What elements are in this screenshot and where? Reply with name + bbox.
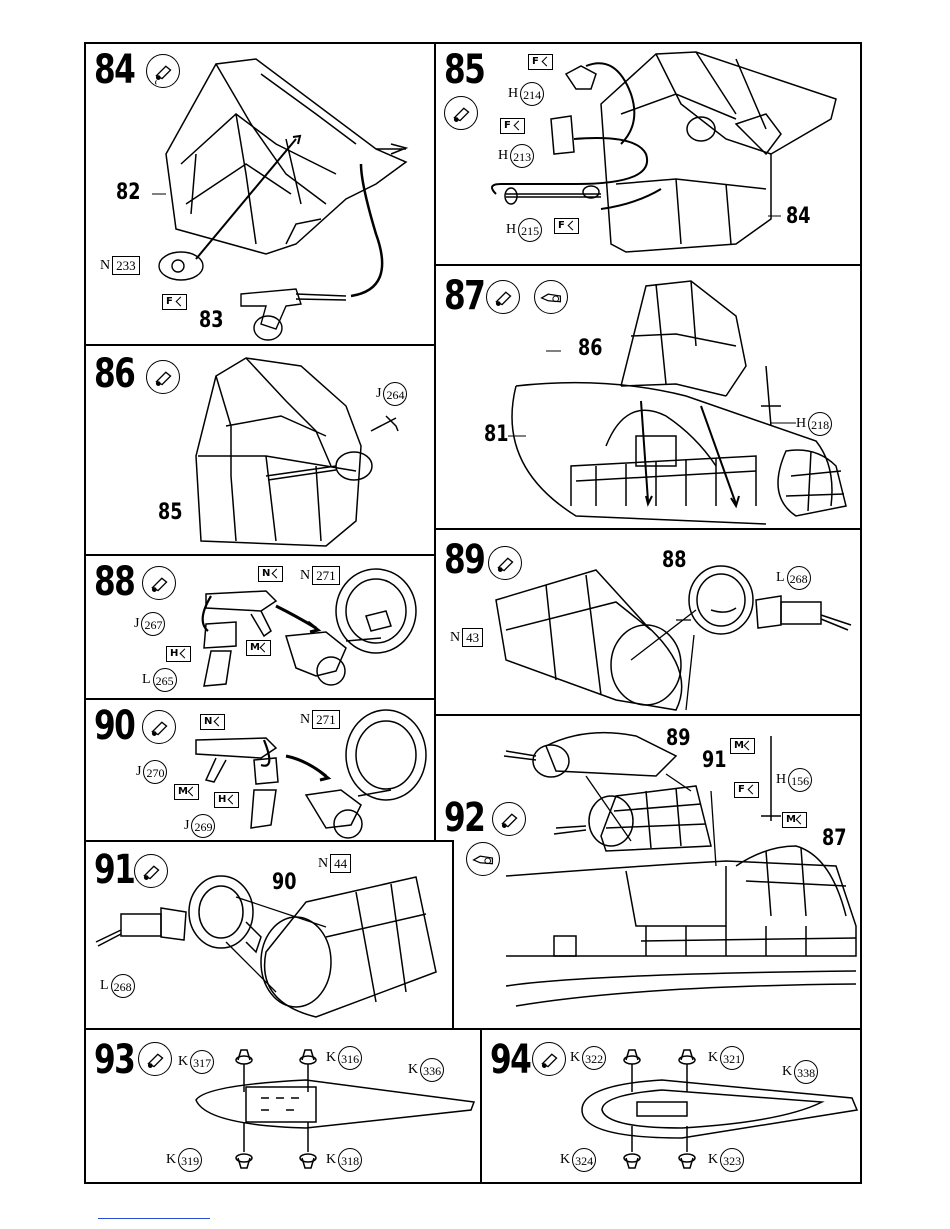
finish-flag: M: [246, 640, 271, 656]
finish-flag: F: [162, 294, 187, 310]
part-label-91: 91: [702, 750, 727, 772]
finish-flag: M: [730, 738, 755, 754]
step-92-panel: 92: [434, 714, 862, 1030]
wing-underside-drawing: [482, 1030, 862, 1184]
part-label-81: 81: [484, 424, 509, 446]
part-label-90: 90: [272, 872, 297, 894]
finish-flag: F: [554, 218, 579, 234]
step-84-panel: 84: [84, 42, 436, 346]
part-ref-n233: N 233: [100, 256, 140, 275]
fuselage-cockpit-drawing: [436, 266, 862, 530]
part-label-83: 83: [199, 310, 224, 332]
part-label-84: 84: [786, 206, 811, 228]
fuselage-assembly-drawing: [436, 716, 862, 1030]
part-label-89: 89: [666, 728, 691, 750]
finish-flag: H: [214, 792, 239, 808]
finish-flag: M: [782, 812, 807, 828]
step-87-panel: 87: [434, 264, 862, 530]
finish-flag: N: [200, 714, 225, 730]
finish-flag: M: [174, 784, 199, 800]
turret-canopy-drawing: [436, 530, 862, 716]
part-label-87: 87: [822, 828, 847, 850]
turret-canopy-drawing: [86, 842, 454, 1030]
finish-flag: F: [528, 54, 553, 70]
canopy-with-gun-drawing: [86, 346, 436, 556]
part-label-85: 85: [158, 502, 183, 524]
finish-flag: F: [500, 118, 525, 134]
finish-flag: N: [258, 566, 283, 582]
step-85-panel: 85 F F: [434, 42, 862, 266]
page-underline: [98, 1218, 210, 1219]
finish-flag: F: [734, 782, 759, 798]
part-label-86: 86: [578, 338, 603, 360]
finish-flag: H: [166, 646, 191, 662]
wing-underside-drawing: [86, 1030, 482, 1184]
part-label-88: 88: [662, 550, 687, 572]
part-label-82: 82: [116, 182, 141, 204]
